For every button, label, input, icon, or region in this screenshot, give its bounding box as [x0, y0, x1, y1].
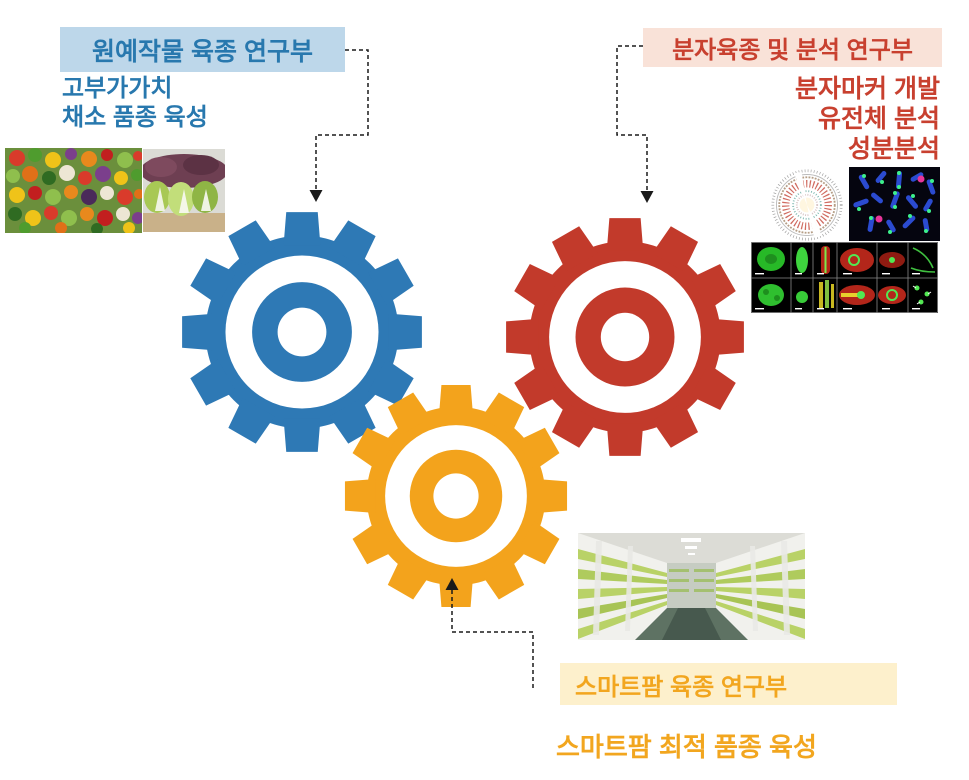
molecular-title: 분자육종 및 분석 연구부	[672, 37, 913, 64]
molecular-gear-icon	[506, 218, 744, 456]
smartfarm-gear-icon	[344, 384, 568, 608]
molecular-title-box: 분자육종 및 분석 연구부	[643, 28, 942, 67]
chromosome-fish-micrograph	[849, 167, 940, 241]
horticulture-connector-arrow	[309, 49, 369, 202]
red-lettuce-photo	[143, 149, 225, 232]
vegetables-photo	[5, 148, 142, 233]
smartfarm-description: 스마트팜 최적 품종 육성	[556, 732, 817, 762]
vertical-farm-photo	[578, 533, 805, 640]
molecular-connector-arrow	[616, 45, 654, 203]
horticulture-description-line: 채소 품종 육성	[62, 104, 208, 131]
circos-genome-plot	[770, 168, 844, 242]
horticulture-description-line: 고부가가치	[62, 75, 173, 102]
horticulture-description: 고부가가치 채소 품종 육성	[62, 74, 208, 132]
smartfarm-title-box: 스마트팜 육종 연구부	[560, 663, 897, 705]
molecular-description-line: 유전체 분석	[818, 105, 940, 133]
horticulture-title-box: 원예작물 육종 연구부	[60, 27, 345, 72]
horticulture-title: 원예작물 육종 연구부	[92, 37, 313, 66]
horticulture-gear-icon	[182, 212, 422, 452]
molecular-description-line: 성분분석	[847, 135, 940, 163]
fluorescence-microscopy-grid	[751, 242, 938, 313]
molecular-description-line: 분자마커 개발	[795, 75, 940, 103]
smartfarm-title: 스마트팜 육종 연구부	[575, 673, 788, 701]
molecular-description: 분자마커 개발 유전체 분석 성분분석	[795, 74, 940, 164]
